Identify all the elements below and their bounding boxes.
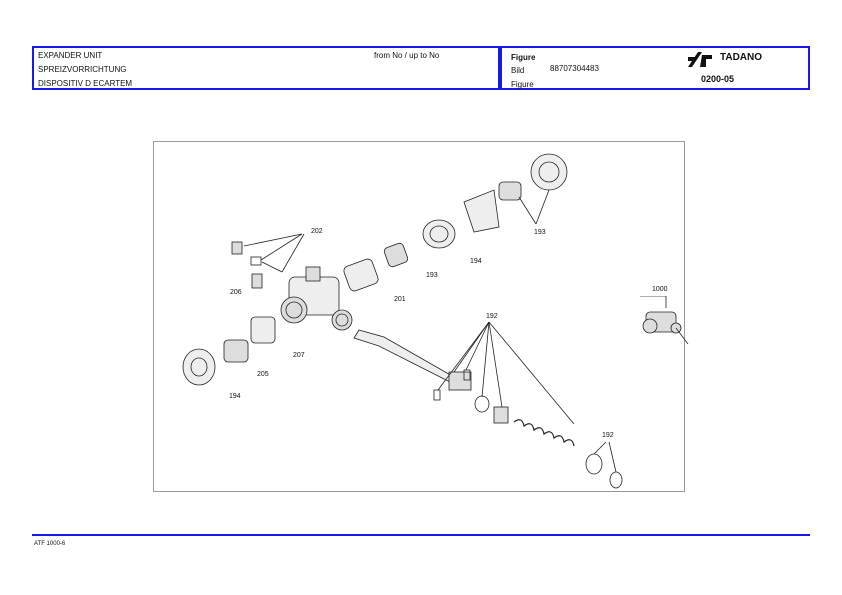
footer-code: ATF 1000-6 xyxy=(34,541,66,547)
callout-193: 193 xyxy=(534,229,546,236)
header-title-block: EXPANDER UNIT SPREIZVORRICHTUNG DISPOSIT… xyxy=(32,46,500,90)
figure-number: 88707304483 xyxy=(550,64,599,73)
callout-194: 194 xyxy=(229,393,241,400)
figure-label-en: Figure xyxy=(511,53,536,62)
title-de: SPREIZVORRICHTUNG xyxy=(38,65,127,74)
callout-192: 192 xyxy=(602,432,614,439)
exploded-view-drawing: 202 206 193 194 193 201 207 205 194 192 … xyxy=(153,141,685,492)
callout-207: 207 xyxy=(293,352,305,359)
callout-206: 206 xyxy=(230,289,242,296)
title-en: EXPANDER UNIT xyxy=(38,51,103,60)
callout-192: 192 xyxy=(486,313,498,320)
callout-201: 201 xyxy=(394,296,406,303)
footer-rule xyxy=(32,534,810,536)
header-figure-block: Figure Bild 88707304483 Figure TADANO 02… xyxy=(500,46,810,90)
serial-range: from No / up to No xyxy=(374,51,440,60)
title-fr: DISPOSITIV D ECARTEM xyxy=(38,79,133,88)
tadano-logo-icon xyxy=(688,52,712,67)
callout-193: 193 xyxy=(426,272,438,279)
assembly-thumbnail xyxy=(640,296,689,345)
callout-202: 202 xyxy=(311,228,323,235)
page-code: 0200-05 xyxy=(701,74,735,84)
callout-205: 205 xyxy=(257,371,269,378)
callout-194: 194 xyxy=(470,258,482,265)
figure-label-de: Bild xyxy=(511,66,525,75)
exploded-parts-illustration xyxy=(182,153,623,489)
figure-label-fr: Figure xyxy=(511,80,534,89)
callout-1000: 1000 xyxy=(652,286,668,293)
brand-name: TADANO xyxy=(720,52,763,63)
